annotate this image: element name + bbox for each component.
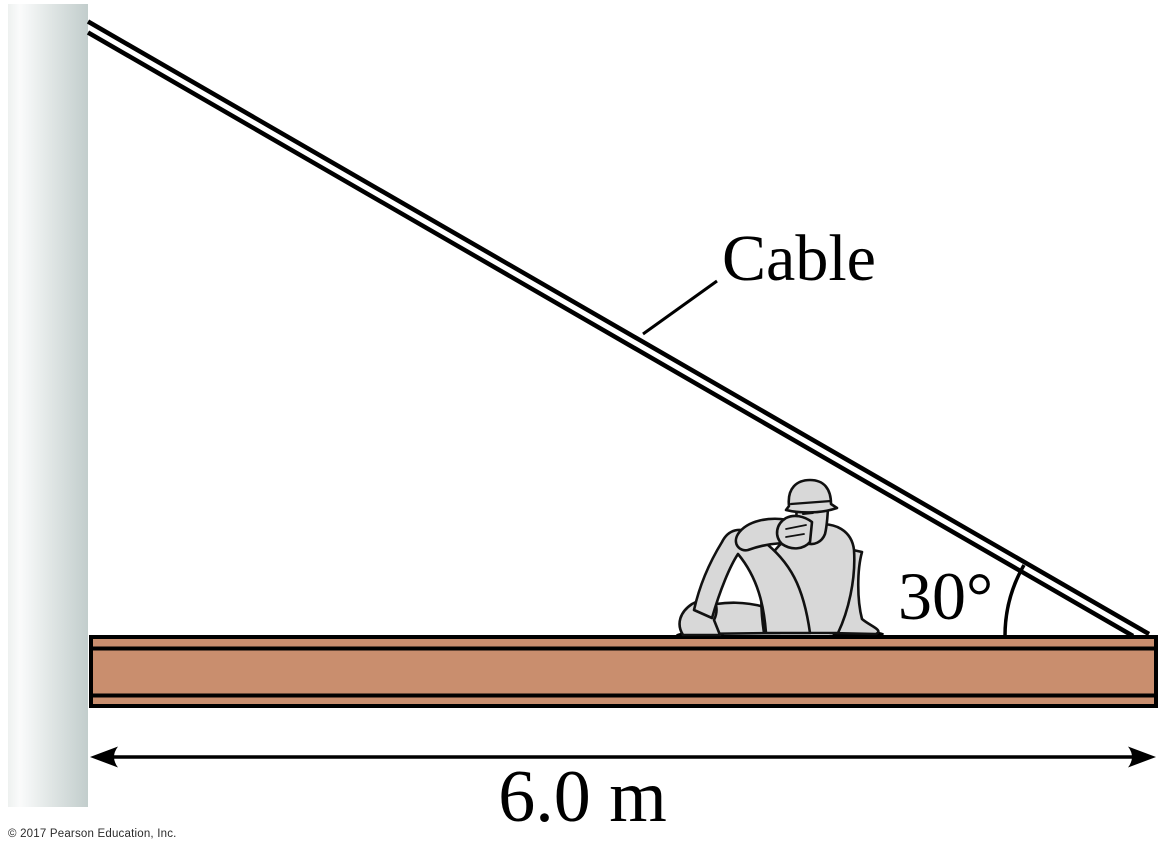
- cable-lower-line: [86, 30, 1135, 638]
- cable-upper-line: [86, 19, 1151, 636]
- cable-pointer-line: [642, 279, 718, 336]
- cable-label: Cable: [722, 222, 876, 295]
- hard-hat-band-line: [789, 499, 833, 506]
- dimension-arrowhead-left: [90, 746, 118, 768]
- worker-hard-hat: [784, 478, 839, 514]
- dimension-arrow: [90, 746, 1156, 768]
- angle-arc: [1003, 564, 1026, 637]
- angle-label: 30°: [898, 558, 994, 634]
- cable: [86, 19, 1151, 638]
- worker-fist: [775, 514, 814, 550]
- fist-knuckle-line: [785, 533, 805, 538]
- wall: [8, 4, 88, 807]
- dimension-arrowhead-right: [1128, 746, 1156, 768]
- copyright-text: © 2017 Pearson Education, Inc.: [8, 828, 177, 840]
- worker-figure: [676, 478, 884, 639]
- worker-bent-leg: [692, 528, 812, 635]
- beam-length-label: 6.0 m: [498, 756, 667, 838]
- beam: [89, 635, 1158, 708]
- fist-knuckle-line: [785, 524, 807, 530]
